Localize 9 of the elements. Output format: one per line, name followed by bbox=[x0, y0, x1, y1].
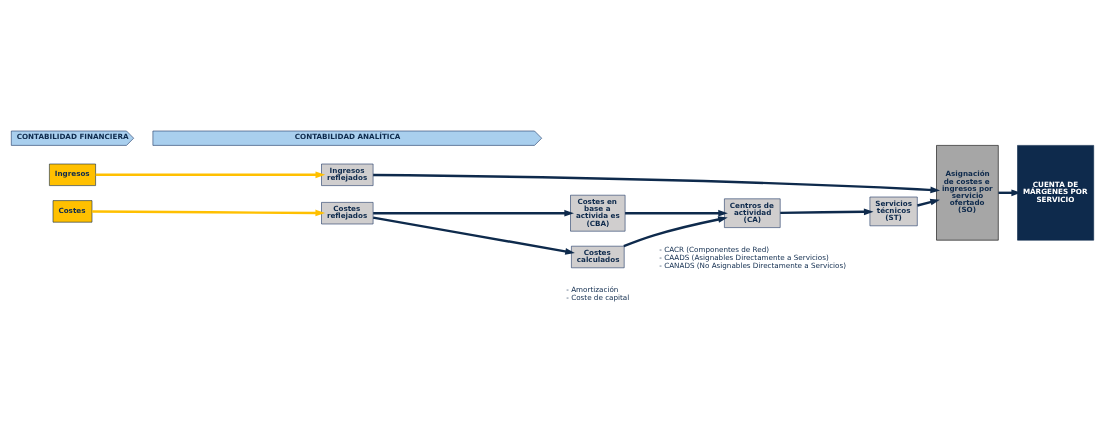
arrow bbox=[623, 215, 728, 247]
arrow bbox=[92, 209, 326, 216]
arrow bbox=[373, 173, 941, 193]
arrow bbox=[95, 170, 326, 178]
arrow bbox=[780, 207, 874, 215]
arrow bbox=[373, 209, 574, 217]
arrow bbox=[917, 198, 940, 207]
arrow bbox=[625, 209, 728, 217]
arrow bbox=[372, 215, 575, 255]
